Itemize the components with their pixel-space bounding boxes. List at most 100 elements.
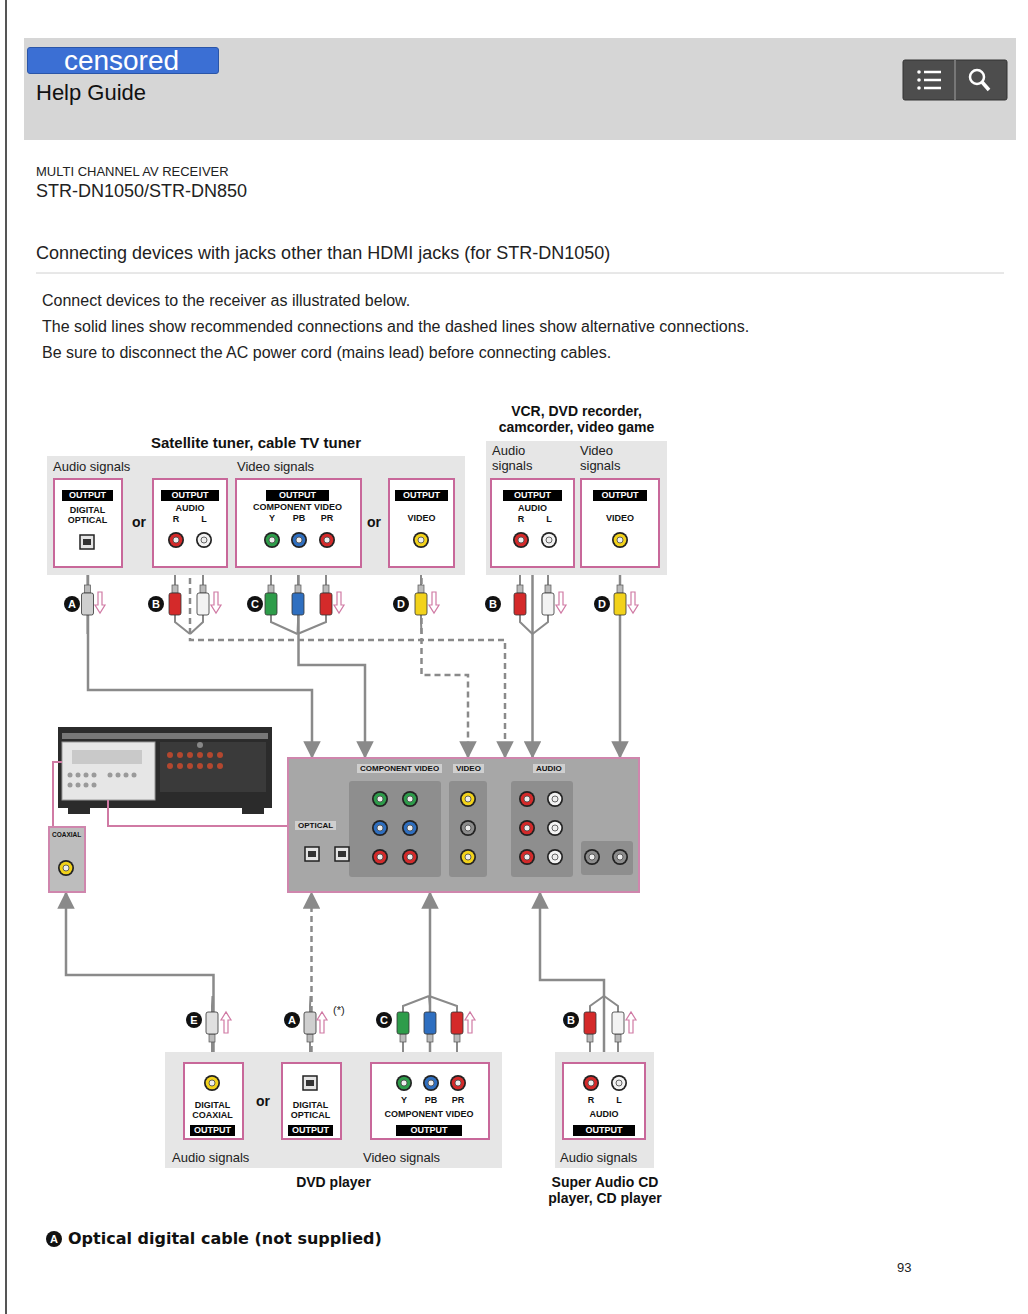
cable-plug [614, 585, 626, 615]
cable-plug [451, 1012, 463, 1042]
rca-jack [547, 849, 563, 865]
cable-plug [197, 585, 209, 615]
rca-jack [584, 849, 600, 865]
caption-text: Video signals [363, 1151, 440, 1166]
signal-direction-arrow [626, 1012, 636, 1033]
rca-jack [402, 791, 418, 807]
callout-letter: A [64, 596, 80, 612]
jack-label: VIDEO [453, 764, 484, 773]
legend-text: Optical digital cable (not supplied) [68, 1229, 382, 1248]
caption-text: The solid lines show recommended connect… [42, 318, 749, 336]
caption-text: (*) [333, 1004, 345, 1017]
receiver-illustration [58, 727, 272, 814]
device-heading: Satellite tuner, cable TV tuner [47, 434, 465, 451]
signal-direction-arrow [211, 592, 221, 613]
cable-plug [514, 585, 526, 615]
rca-jack [519, 791, 535, 807]
jack-section [449, 781, 487, 877]
caption-text: 93 [897, 1261, 911, 1276]
cable-lead [271, 615, 298, 634]
jack-label: PR [319, 513, 335, 523]
page-title: Connecting devices with jacks other than… [36, 243, 610, 264]
cable-lead [429, 996, 457, 1012]
cable-plug [320, 585, 332, 615]
cable-lead [590, 996, 604, 1012]
signal-direction-arrow [465, 1012, 475, 1033]
output-jack-panel: DIGITAL COAXIALOUTPUT [183, 1062, 244, 1140]
output-jack-panel: OUTPUTAUDIORL [152, 478, 228, 568]
signal-cable [299, 568, 366, 757]
output-jack-panel: OUTPUTAUDIORL [490, 478, 575, 568]
rca-jack [168, 532, 184, 548]
rca-jack [204, 1075, 220, 1091]
device-heading: Super Audio CD player, CD player [535, 1174, 675, 1206]
jack-array [289, 759, 642, 895]
jack-label: PR [450, 1095, 466, 1105]
cable-lead [429, 996, 430, 1012]
jack-label: PB [423, 1095, 439, 1105]
rca-jack [547, 820, 563, 836]
caption-text: Audio signals [53, 460, 130, 475]
caption-text: Connect devices to the receiver as illus… [42, 292, 410, 310]
rca-jack [372, 791, 388, 807]
output-jack-panel: YPBPRCOMPONENT VIDEOOUTPUT [370, 1062, 490, 1140]
signal-cable [540, 893, 604, 1062]
rca-jack [612, 849, 628, 865]
cable-lead [297, 615, 300, 634]
cable-plug [292, 585, 304, 615]
optical-jack [335, 847, 349, 861]
rca-jack [612, 532, 628, 548]
rca-jack [611, 1075, 627, 1091]
jack-label: L [611, 1095, 627, 1105]
rca-jack [372, 849, 388, 865]
or-label: or [132, 514, 146, 530]
cable-plug [397, 1012, 409, 1042]
output-tag: OUTPUT [395, 490, 448, 501]
cable-plug [265, 585, 277, 615]
signal-cable [88, 568, 312, 757]
callout-letter: A [46, 1231, 62, 1247]
caption-text: Audio signals [560, 1151, 637, 1166]
header-band [24, 38, 1016, 140]
rca-jack [58, 860, 74, 876]
or-label: or [367, 514, 381, 530]
cable-lead [211, 996, 214, 1012]
output-tag: OUTPUT [266, 490, 329, 501]
coaxial-jack-panel: COAXIAL [48, 826, 86, 893]
cable-lead [87, 615, 89, 634]
jack-label: DIGITAL COAXIAL [186, 1100, 239, 1121]
output-jack-panel: OUTPUTVIDEO [388, 478, 455, 568]
zoom-leader [53, 762, 62, 826]
title-rule [36, 273, 1004, 274]
rca-jack [291, 532, 307, 548]
signal-direction-arrow [429, 592, 439, 613]
callout-letter: B [485, 596, 501, 612]
jack-label: AUDIO [569, 1109, 639, 1119]
cable-lead [175, 615, 190, 634]
signal-direction-arrow [221, 1012, 231, 1033]
rca-jack [583, 1075, 599, 1091]
jack-section [581, 841, 633, 875]
caption-text: MULTI CHANNEL AV RECEIVER [36, 165, 229, 180]
output-tag: OUTPUT [593, 490, 647, 501]
cable-lead [619, 615, 621, 634]
jack-label: AUDIO [533, 764, 565, 773]
optical-jack [80, 535, 94, 549]
jack-label: COAXIAL [52, 831, 81, 838]
caption-text: Be sure to disconnect the AC power cord … [42, 344, 611, 362]
jack-label: AUDIO [503, 503, 562, 513]
signal-direction-arrow [628, 592, 638, 613]
cable-lead [298, 615, 327, 634]
rca-jack [519, 820, 535, 836]
rca-jack [460, 791, 476, 807]
rca-jack [319, 532, 335, 548]
jack-section [511, 781, 573, 877]
cable-lead [604, 996, 618, 1012]
cable-plug [304, 1012, 316, 1042]
caption-text: Video signals [237, 460, 314, 475]
rca-jack [547, 791, 563, 807]
callout-letter: B [563, 1012, 579, 1028]
signal-cable [190, 568, 505, 757]
callout-letter: D [594, 596, 610, 612]
callout-letter: A [284, 1012, 300, 1028]
